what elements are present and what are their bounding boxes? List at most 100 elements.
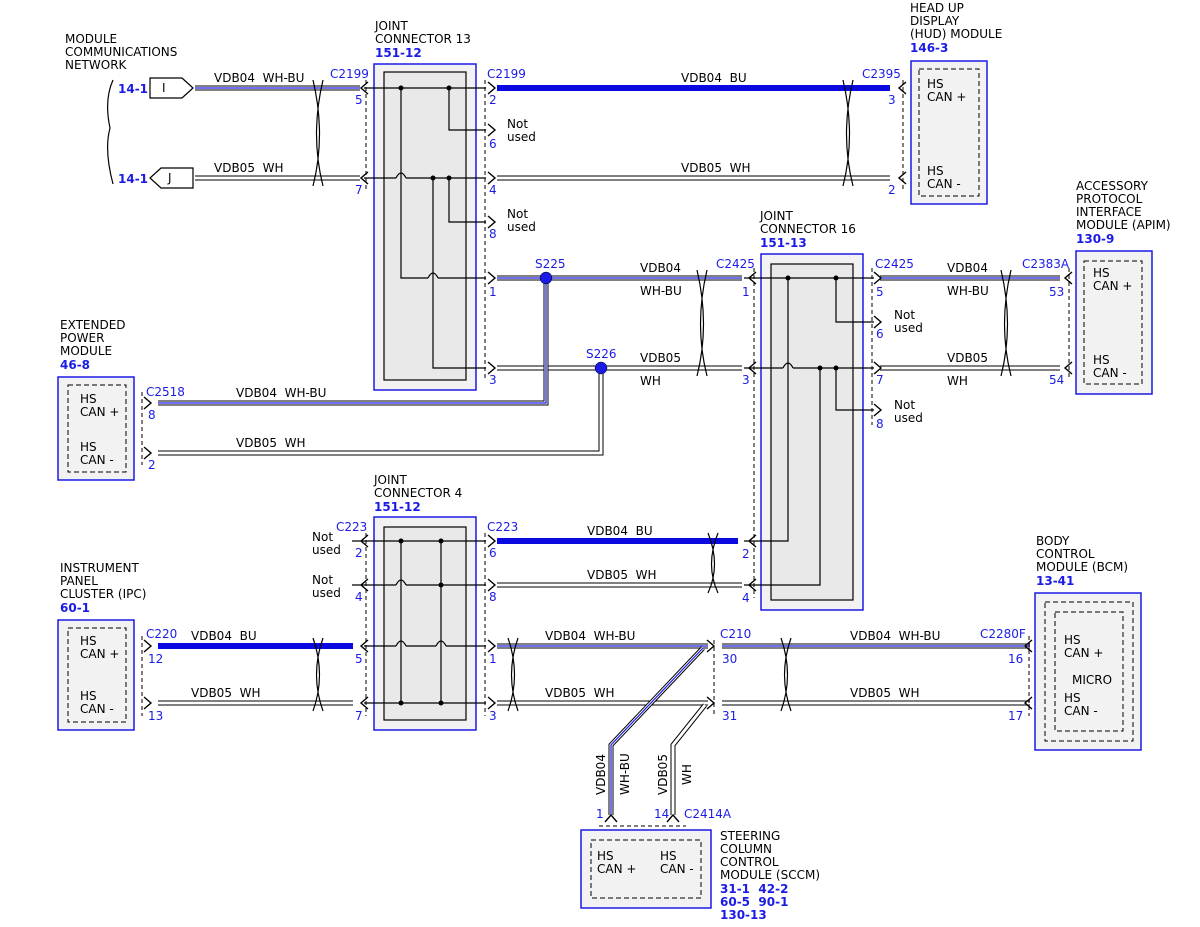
- splice-s225: [539, 271, 553, 285]
- epm-module: EXTENDED POWER MODULE 46-8 C2518 8 2 HS …: [57, 318, 185, 481]
- label-sccm-canm-a: VDB05: [656, 754, 670, 795]
- ipc-pin-p: 12: [148, 652, 163, 666]
- ipc-hs-m: HS: [80, 689, 97, 703]
- jc13-pin-4: 4: [489, 183, 497, 197]
- jc13-core: [383, 71, 467, 381]
- jc13-pin-3: 3: [489, 373, 497, 387]
- mcn-ref-j: 14-1: [118, 172, 148, 186]
- apim-name-line3: INTERFACE: [1076, 205, 1142, 219]
- jc16-conn-left: C2425: [716, 257, 755, 271]
- wire-s225-epm: [158, 280, 549, 406]
- apim-ref: 130-9: [1076, 232, 1114, 246]
- epm-body: [57, 376, 135, 481]
- jc16-pin-1: 1: [742, 285, 750, 299]
- jc13-not-used-1b: used: [507, 130, 536, 144]
- joint-connector-16: JOINT CONNECTOR 16 151-13 C2425 C2425 1 …: [716, 209, 923, 611]
- label-sccm-canp-a: VDB04: [594, 754, 608, 795]
- jc16-name-line1: JOINT: [759, 209, 794, 223]
- jc13-conn-left: C2199: [330, 67, 369, 81]
- bcm-name-line3: MODULE (BCM): [1036, 560, 1128, 574]
- sccm-body: [580, 829, 712, 909]
- jc16-not-used-2a: Not: [894, 398, 915, 412]
- module-communications-network: MODULE COMMUNICATIONS NETWORK 14-1 14-1 …: [65, 32, 194, 189]
- hud-hs-p: HS: [927, 77, 944, 91]
- bcm-hs-m: HS: [1064, 691, 1081, 705]
- jc16-core: [770, 263, 854, 601]
- label-jc4-jc16-canm: VDB05 WH: [587, 568, 656, 582]
- jc4-conn-right: C223: [487, 520, 518, 534]
- jc4-not-used-2b: used: [312, 586, 341, 600]
- mcn-tag-j-shape: [149, 167, 194, 189]
- jc13-ref: 151-12: [375, 46, 422, 60]
- jc13-not-used-2b: used: [507, 220, 536, 234]
- label-ipc-canm: VDB05 WH: [191, 686, 260, 700]
- jc16-conn-right: C2425: [875, 257, 914, 271]
- apim-pin-p: 53: [1049, 285, 1064, 299]
- sccm-name-line4: MODULE (SCCM): [720, 868, 820, 882]
- ipc-name-line1: INSTRUMENT: [60, 561, 139, 575]
- mcn-name-line3: NETWORK: [65, 58, 128, 72]
- sccm-pin-p: 1: [596, 807, 604, 821]
- inline-connector-c210: C210 30 31: [713, 627, 751, 723]
- bcm-name-line2: CONTROL: [1036, 547, 1095, 561]
- jc16-pin-6: 6: [876, 327, 884, 341]
- ipc-ref: 60-1: [60, 601, 90, 615]
- jc4-name-line1: JOINT: [373, 473, 408, 487]
- label-apim-canp-a: VDB04: [947, 261, 988, 275]
- jc13-pin-8: 8: [489, 227, 497, 241]
- sccm-ref-line3: 130-13: [720, 908, 767, 922]
- sccm-can-m: CAN -: [660, 862, 694, 876]
- jc4-pin-2: 2: [355, 546, 363, 560]
- apim-hs-m: HS: [1093, 353, 1110, 367]
- bcm-module: BODY CONTROL MODULE (BCM) 13-41 C2280F 1…: [980, 534, 1142, 751]
- hud-conn: C2395: [862, 67, 901, 81]
- label-jc16-canm-a: VDB05: [640, 351, 681, 365]
- hud-body: [910, 60, 988, 205]
- label-jc16-canp-a: VDB04: [640, 261, 681, 275]
- jc13-pin-2: 2: [489, 93, 497, 107]
- ipc-can-p: CAN +: [80, 647, 119, 661]
- apim-can-p: CAN +: [1093, 279, 1132, 293]
- jc4-pin-1: 1: [489, 652, 497, 666]
- sccm-pin-m: 14: [654, 807, 669, 821]
- label-apim-canm-b: WH: [947, 374, 968, 388]
- jc13-conn-right: C2199: [487, 67, 526, 81]
- jc16-not-used-1a: Not: [894, 308, 915, 322]
- epm-conn: C2518: [146, 385, 185, 399]
- bcm-pin-p: 16: [1008, 652, 1023, 666]
- jc13-pin-7: 7: [355, 183, 363, 197]
- connector-arrows: [143, 81, 1073, 823]
- bcm-ref: 13-41: [1036, 574, 1074, 588]
- bcm-hs-p: HS: [1064, 633, 1081, 647]
- hud-hs-m: HS: [927, 164, 944, 178]
- epm-pin-p: 8: [148, 408, 156, 422]
- ipc-pin-m: 13: [148, 709, 163, 723]
- label-epm-canp: VDB04 WH-BU: [236, 386, 326, 400]
- s225-label: S225: [535, 257, 566, 271]
- epm-pin-m: 2: [148, 458, 156, 472]
- jc4-ref: 151-12: [374, 500, 421, 514]
- label-ipc-canp: VDB04 BU: [191, 629, 257, 643]
- sccm-can-p: CAN +: [597, 862, 636, 876]
- bcm-conn: C2280F: [980, 627, 1026, 641]
- hud-can-m: CAN -: [927, 177, 961, 191]
- epm-name-line1: EXTENDED: [60, 318, 126, 332]
- jc16-pin-2: 2: [742, 547, 750, 561]
- apim-conn: C2383A: [1022, 257, 1070, 271]
- hud-pin-m: 2: [888, 183, 896, 197]
- apim-name-line1: ACCESSORY: [1076, 179, 1149, 193]
- jc16-not-used-1b: used: [894, 321, 923, 335]
- bcm-body: [1034, 592, 1142, 751]
- jc4-conn-left: C223: [336, 520, 367, 534]
- label-sccm-canm-b: WH: [680, 764, 694, 785]
- hud-name-line2: DISPLAY: [910, 14, 960, 28]
- joint-connector-13: JOINT CONNECTOR 13 151-12 C2199 C2199 5 …: [330, 19, 536, 391]
- s226-label: S226: [586, 347, 617, 361]
- hud-name-line1: HEAD UP: [910, 1, 964, 15]
- jc13-pin-6: 6: [489, 137, 497, 151]
- mcn-tag-i-shape: [149, 77, 194, 99]
- splice-s226: [594, 361, 608, 375]
- label-apim-canp-b: WH-BU: [947, 284, 989, 298]
- mcn-name-line2: COMMUNICATIONS: [65, 45, 177, 59]
- ipc-module: INSTRUMENT PANEL CLUSTER (IPC) 60-1 C220…: [57, 561, 177, 731]
